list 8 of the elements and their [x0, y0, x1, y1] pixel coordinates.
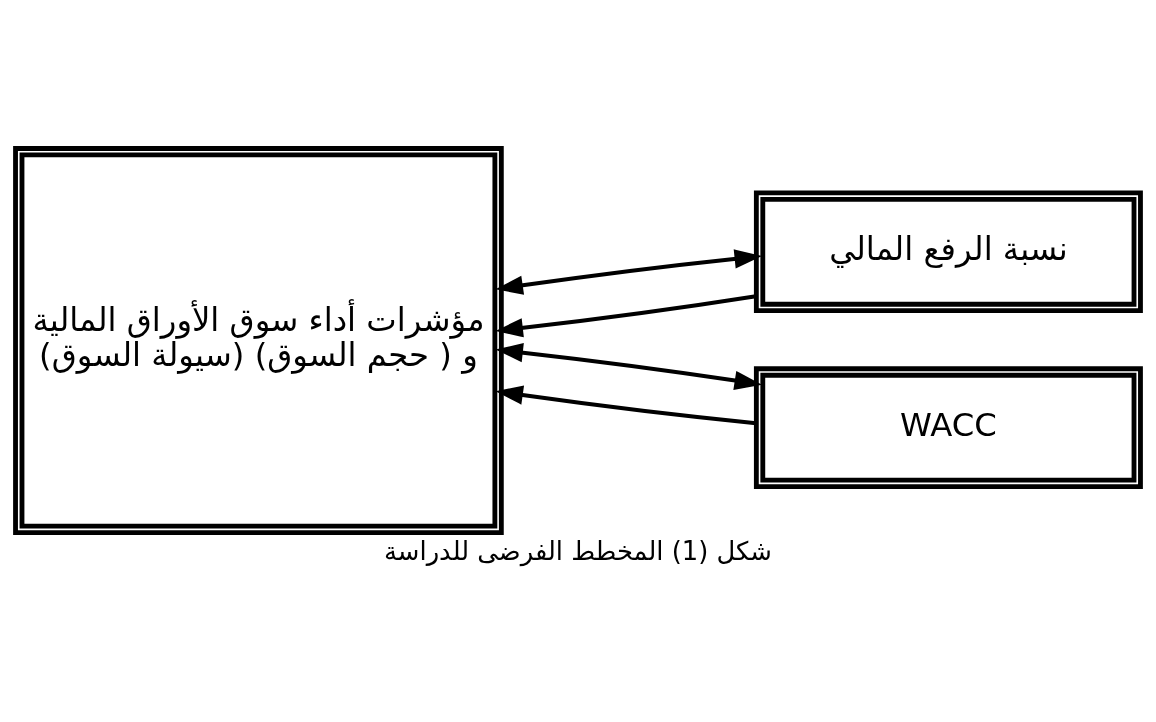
arrow	[495, 385, 757, 425]
arrow	[495, 248, 763, 295]
arrow	[495, 293, 757, 337]
arrow	[495, 342, 762, 390]
node-box: مؤشرات أداء سوق الأوراق المالية (سيولة السوق) و ( حجم السوق)	[13, 145, 504, 535]
node-box: نسبة الرفع المالي	[753, 189, 1143, 313]
node-box: WACC	[753, 365, 1143, 489]
caption: شكل (1) المخطط الفرضى للدراسة	[384, 535, 772, 566]
